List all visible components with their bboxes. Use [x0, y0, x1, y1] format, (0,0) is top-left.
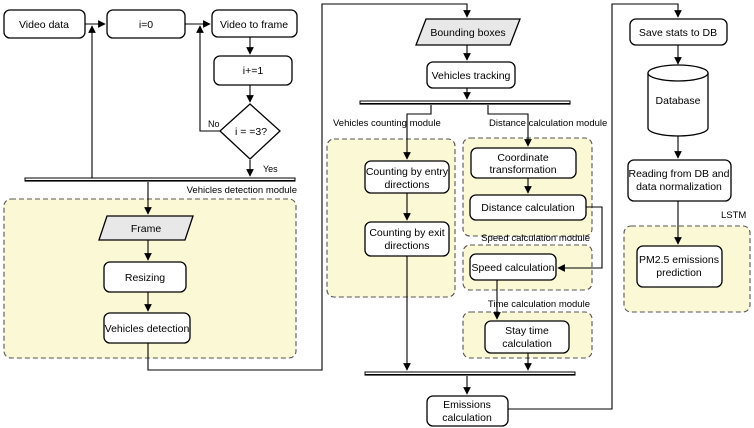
sync-bar-emissions — [364, 371, 576, 375]
node-reading-db-label-1: Reading from DB and — [629, 168, 730, 180]
node-stay-time-calculation — [484, 320, 570, 354]
node-i-increment-label: i+=1 — [243, 65, 264, 77]
node-reading-db — [627, 159, 732, 202]
node-video-to-frame — [211, 9, 298, 38]
node-resizing-label: Resizing — [125, 272, 165, 284]
speed-calculation-module-label: Speed calculation module — [481, 233, 590, 244]
node-frame — [98, 215, 194, 241]
node-resizing — [103, 261, 187, 293]
node-distance-calculation — [469, 194, 587, 221]
node-counting-exit-label-1: Counting by exit — [369, 227, 444, 239]
node-vehicles-detection-label: Vehicles detection — [105, 323, 190, 335]
node-counting-exit — [364, 221, 450, 257]
node-video-data — [3, 9, 86, 39]
node-vehicles-tracking — [426, 61, 516, 89]
node-bounding-boxes — [415, 18, 521, 46]
sync-bar-tracking — [359, 100, 571, 104]
vehicles-counting-module-label: Vehicles counting module — [333, 118, 441, 129]
node-decision-label: i = =3? — [235, 126, 267, 138]
node-coordinate-label-1: Coordinate — [497, 152, 549, 164]
node-decision-diamond — [219, 103, 281, 160]
node-pm25-label-1: PM2.5 emissions — [639, 254, 719, 266]
node-emissions-label-2: calculation — [442, 412, 492, 424]
lstm-module-label: LSTM — [721, 210, 746, 221]
node-i-increment — [213, 55, 293, 86]
node-reading-db-label-2: data normalization — [636, 181, 722, 193]
node-save-stats — [629, 18, 728, 46]
node-database-label: Database — [656, 95, 701, 107]
node-counting-exit-label-2: directions — [385, 240, 430, 252]
node-save-stats-label: Save stats to DB — [639, 27, 717, 39]
node-pm25-prediction — [636, 245, 723, 288]
node-video-to-frame-label: Video to frame — [220, 19, 288, 31]
node-stay-time-label-2: calculation — [502, 338, 552, 350]
node-speed-calculation — [469, 253, 557, 281]
node-vehicles-detection — [103, 312, 191, 344]
node-video-data-label: Video data — [19, 19, 69, 31]
node-vehicles-tracking-label: Vehicles tracking — [432, 70, 511, 82]
node-speed-calculation-label: Speed calculation — [472, 262, 555, 274]
node-i-zero — [106, 9, 186, 39]
node-database — [647, 64, 709, 137]
node-distance-calculation-label: Distance calculation — [481, 202, 575, 214]
no-label: No — [208, 119, 220, 129]
node-frame-label: Frame — [131, 223, 161, 235]
node-counting-entry-label-1: Counting by entry — [366, 166, 449, 178]
node-emissions-calculation — [426, 395, 509, 427]
sync-bar-detection — [24, 177, 296, 181]
node-emissions-label-1: Emissions — [443, 399, 491, 411]
distance-calculation-module-label: Distance calculation module — [489, 118, 607, 129]
node-coordinate-label-2: transformation — [489, 164, 556, 176]
node-counting-entry — [364, 160, 450, 194]
node-counting-entry-label-2: directions — [385, 179, 430, 191]
node-coordinate-transformation — [470, 147, 577, 179]
time-calculation-module-label: Time calculation module — [488, 299, 590, 310]
node-pm25-label-2: prediction — [656, 267, 702, 279]
node-bounding-boxes-label: Bounding boxes — [430, 27, 505, 39]
node-i-zero-label: i=0 — [139, 19, 153, 31]
vehicles-detection-module-label: Vehicles detection module — [187, 185, 297, 196]
yes-label: Yes — [263, 164, 278, 174]
node-stay-time-label-1: Stay time — [505, 325, 549, 337]
